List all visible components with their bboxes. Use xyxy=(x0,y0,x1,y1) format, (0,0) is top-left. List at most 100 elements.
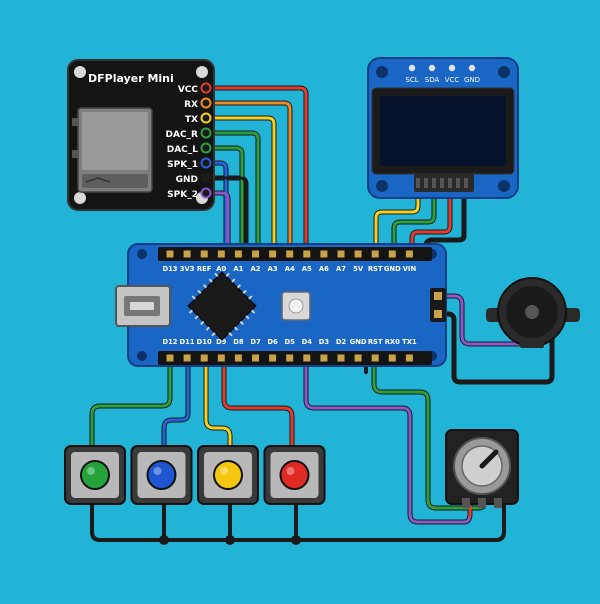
button-cap[interactable] xyxy=(146,460,177,490)
nano-header-pin[interactable] xyxy=(320,354,328,362)
dfplayer-pin-label: TX xyxy=(185,115,198,125)
wire-buzzer-gnd xyxy=(442,312,554,384)
nano-pin-label: D10 xyxy=(197,338,212,346)
nano-pin-label: A1 xyxy=(233,265,243,273)
nano-pin-label: D9 xyxy=(216,338,227,346)
sd-card-slot-icon xyxy=(72,107,153,193)
dfplayer-pin-label: DAC_L xyxy=(167,145,199,155)
nano-pin-label: A5 xyxy=(302,265,312,273)
dfplayer-pin[interactable] xyxy=(200,142,212,154)
nano-pin-label: D7 xyxy=(250,338,261,346)
push-buttons xyxy=(64,445,326,505)
nano-header-pin[interactable] xyxy=(286,354,294,362)
nano-pin-label: TX1 xyxy=(402,338,417,346)
oled-pin-label: VCC xyxy=(445,76,460,84)
oled-pin[interactable] xyxy=(468,64,476,72)
wire-button-green xyxy=(90,364,172,448)
nano-header-pin[interactable] xyxy=(252,250,259,258)
dfplayer-pin[interactable] xyxy=(200,157,212,169)
nano-header-pin[interactable] xyxy=(405,250,413,258)
button-cap[interactable] xyxy=(80,460,110,490)
push-button-blue[interactable] xyxy=(130,445,193,505)
dfplayer-pin-label: DAC_R xyxy=(166,130,199,140)
nano-header-pin[interactable] xyxy=(388,250,396,258)
nano-pin-label: 5V xyxy=(353,265,364,273)
nano-pin-label: D8 xyxy=(233,338,244,346)
nano-header-pin[interactable] xyxy=(200,250,208,258)
wire-spk2 xyxy=(208,191,230,246)
nano-header-pin[interactable] xyxy=(303,250,311,258)
nano-header-pin[interactable] xyxy=(217,250,225,258)
nano-pin-label: RST xyxy=(368,265,383,273)
nano-pin-label: D3 xyxy=(319,338,330,346)
nano-header-pin[interactable] xyxy=(183,250,191,258)
nano-header-pin[interactable] xyxy=(405,354,413,362)
nano-header-pin[interactable] xyxy=(166,250,174,258)
oled-pin[interactable] xyxy=(408,64,416,72)
nano-header-pin[interactable] xyxy=(371,354,379,362)
nano-header-pin[interactable] xyxy=(200,354,208,362)
dfplayer-pin-label: SPK_1 xyxy=(167,160,198,170)
nano-pin-label: A7 xyxy=(336,265,346,273)
dfplayer-pin-label: SPK_2 xyxy=(167,190,198,200)
dfplayer-pin[interactable] xyxy=(200,172,212,184)
nano-pin-label: GND xyxy=(384,265,401,273)
nano-header-pin[interactable] xyxy=(183,354,191,362)
potentiometer[interactable] xyxy=(445,429,519,508)
nano-pin-label: D11 xyxy=(180,338,195,346)
oled-pins: SCL SDA VCC GND xyxy=(405,64,480,84)
oled-pin-label: SCL xyxy=(405,76,418,84)
nano-header-pin[interactable] xyxy=(320,250,328,258)
oled-pin-label: SDA xyxy=(425,76,440,84)
nano-header-pin[interactable] xyxy=(252,354,259,362)
oled-module: SCL SDA VCC GND xyxy=(367,57,519,199)
nano-pin-label: D13 xyxy=(162,265,177,273)
nano-header-pin[interactable] xyxy=(337,250,345,258)
wire-rx xyxy=(208,101,292,246)
oled-pin[interactable] xyxy=(428,64,436,72)
button-cap[interactable] xyxy=(213,460,243,490)
dfplayer-pin[interactable] xyxy=(200,112,212,124)
nano-header-pin[interactable] xyxy=(234,354,242,362)
nano-header-pin[interactable] xyxy=(388,354,396,362)
dfplayer-pin[interactable] xyxy=(200,127,212,139)
nano-header-pin[interactable] xyxy=(234,250,242,258)
button-cap[interactable] xyxy=(279,460,310,490)
microcontroller-chip-icon xyxy=(187,271,257,341)
dfplayer-pin[interactable] xyxy=(200,97,212,109)
wire-button-red xyxy=(222,364,294,448)
nano-header-pin[interactable] xyxy=(269,250,277,258)
oled-pin[interactable] xyxy=(448,64,456,72)
nano-header-pin[interactable] xyxy=(269,354,277,362)
nano-header-pin[interactable] xyxy=(217,354,225,362)
push-button-red[interactable] xyxy=(263,445,326,505)
nano-header-pin[interactable] xyxy=(354,354,362,362)
dfplayer-title: DFPlayer Mini xyxy=(88,72,174,85)
oled-pin-label: GND xyxy=(464,76,480,84)
nano-pin-label: A2 xyxy=(251,265,261,273)
wire-button-yellow xyxy=(204,364,232,448)
junctions xyxy=(159,535,301,545)
reset-button-icon[interactable] xyxy=(281,291,311,321)
push-button-yellow[interactable] xyxy=(197,445,259,505)
wire-spk1 xyxy=(208,161,228,246)
push-button-green[interactable] xyxy=(64,445,126,505)
nano-header-pin[interactable] xyxy=(354,250,362,258)
dfplayer-pin[interactable] xyxy=(200,187,212,199)
dfplayer-pin[interactable] xyxy=(200,82,212,94)
usb-port-icon xyxy=(115,285,171,327)
nano-header-pin[interactable] xyxy=(337,354,345,362)
nano-pin-label: GND xyxy=(350,338,367,346)
nano-pin-label: VIN xyxy=(403,265,417,273)
wire-pot-signal xyxy=(304,364,472,524)
nano-header-pin[interactable] xyxy=(286,250,294,258)
nano-pin-label: A3 xyxy=(268,265,278,273)
dfplayer-module: DFPlayer Mini VCCRXTXDAC_RDAC_LSPK_1GNDS… xyxy=(67,59,215,211)
dfplayer-pin-label: RX xyxy=(184,100,198,110)
nano-header-pin[interactable] xyxy=(303,354,311,362)
nano-header-pin[interactable] xyxy=(371,250,379,258)
nano-header-pin[interactable] xyxy=(166,354,174,362)
